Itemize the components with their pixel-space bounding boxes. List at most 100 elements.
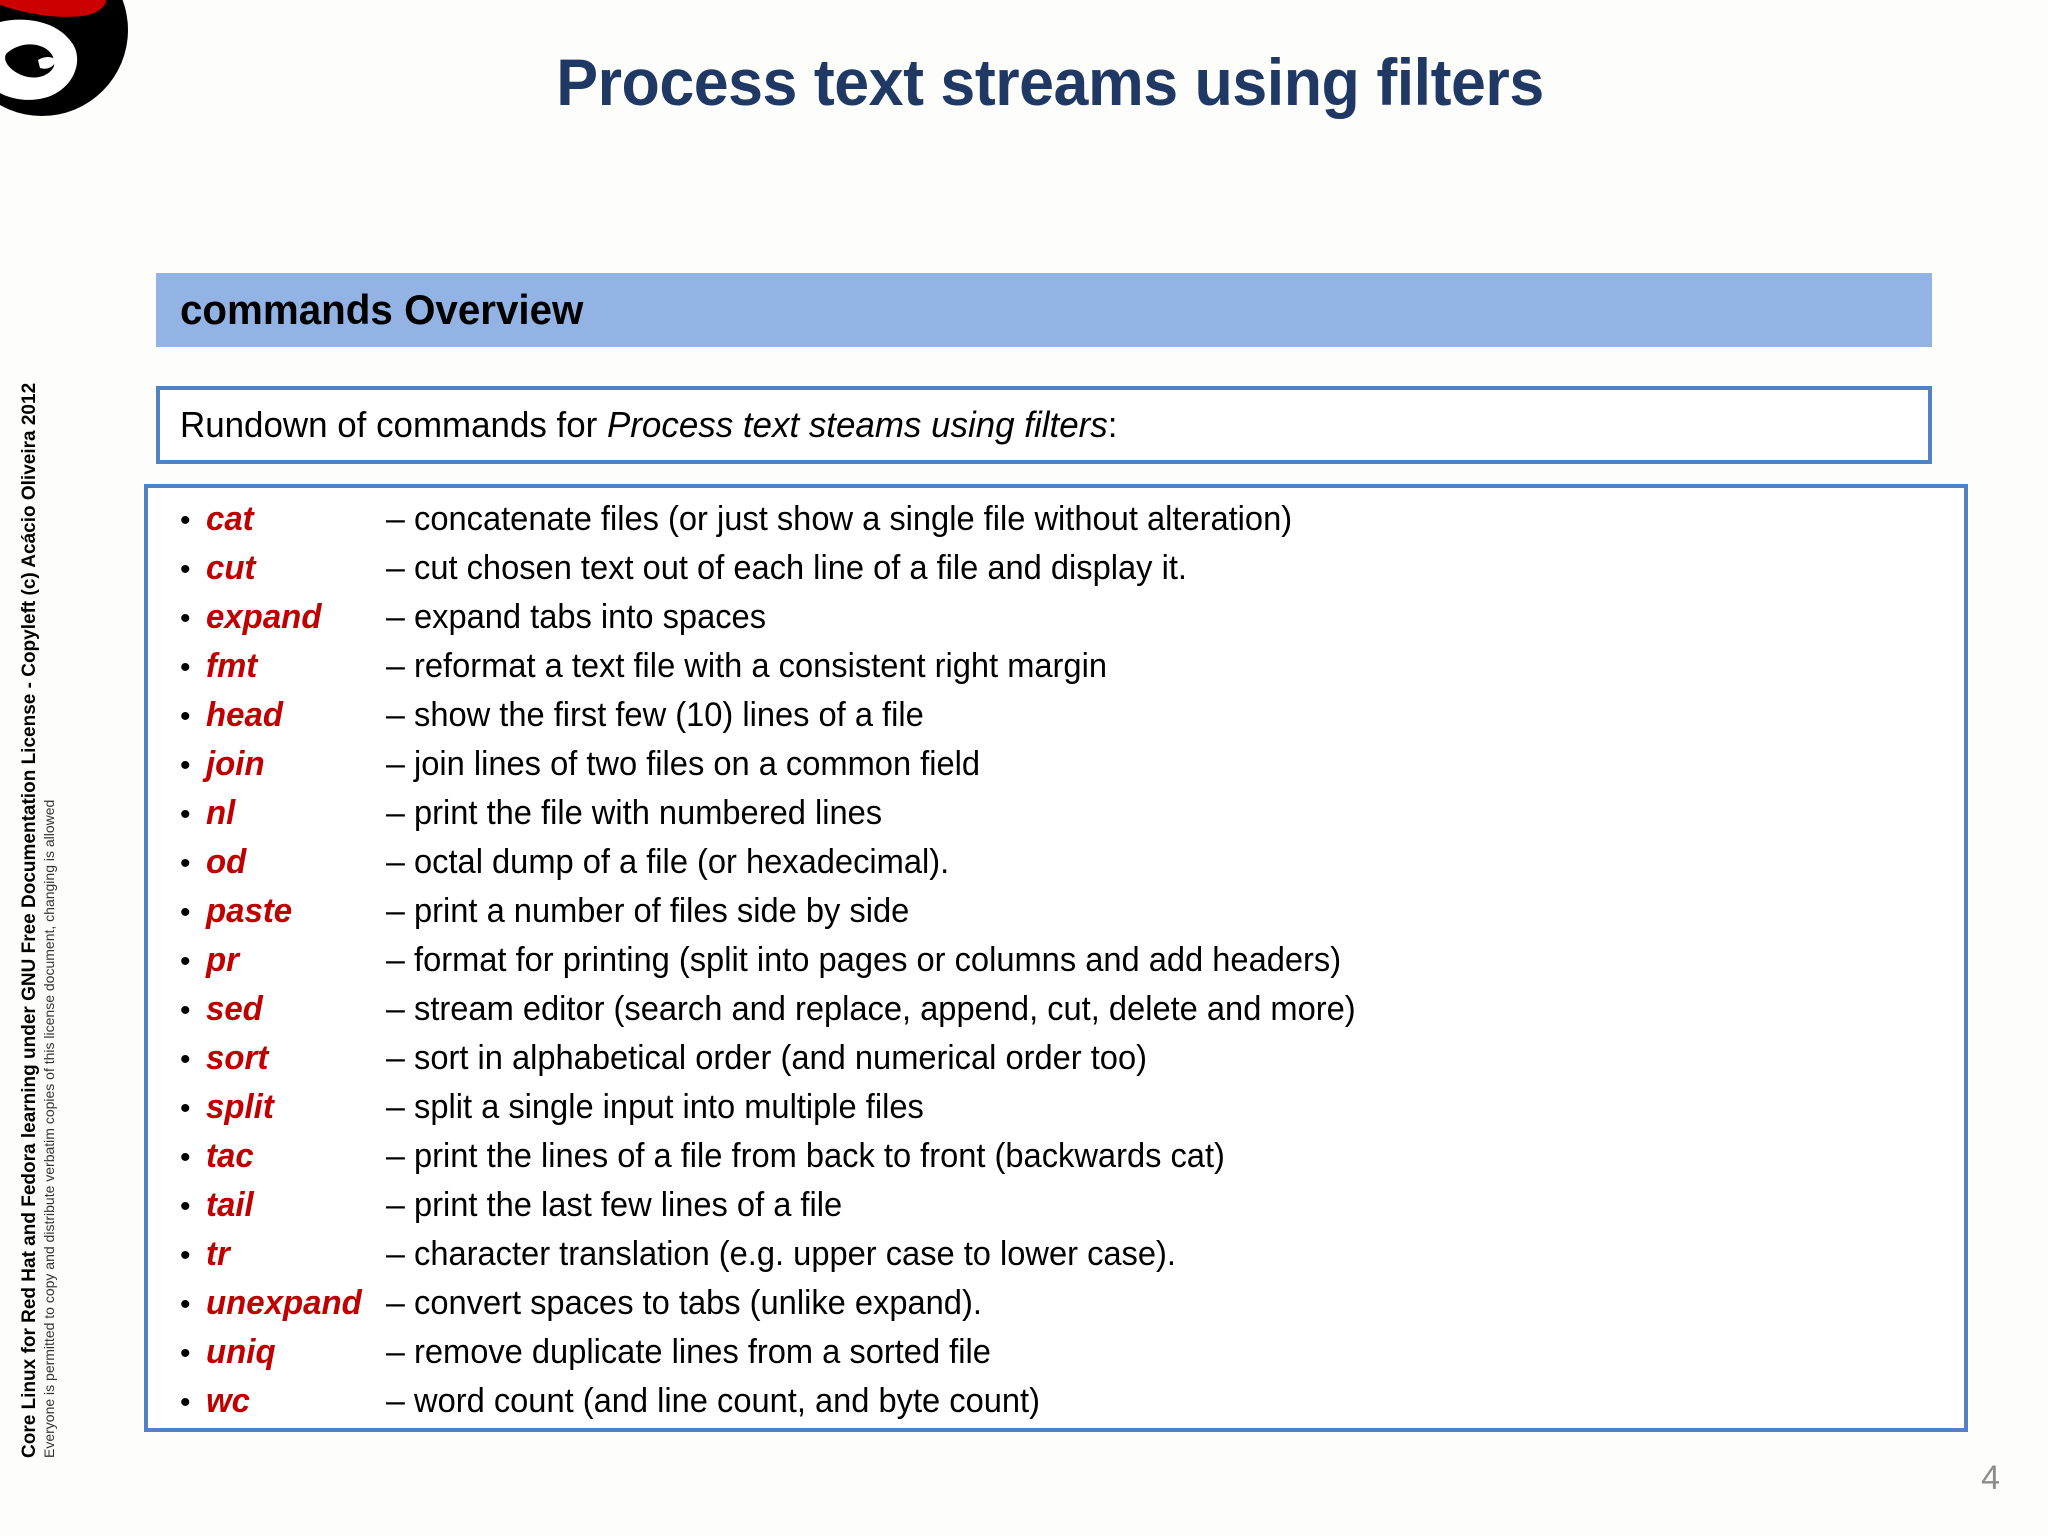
bullet-icon: • <box>180 700 191 733</box>
command-row: • nl –print the file with numbered lines <box>148 794 1964 843</box>
command-dash: – <box>386 1088 405 1126</box>
command-description: remove duplicate lines from a sorted fil… <box>414 1333 991 1371</box>
bullet-icon: • <box>180 1337 191 1370</box>
command-name: cut <box>206 549 256 587</box>
command-dash: – <box>386 1235 405 1273</box>
rundown-text: Rundown of commands for Process text ste… <box>180 404 1117 446</box>
rundown-box: Rundown of commands for Process text ste… <box>156 386 1932 464</box>
command-dash: – <box>386 1186 405 1224</box>
command-description: print the last few lines of a file <box>414 1186 843 1224</box>
command-dash: – <box>386 1137 405 1175</box>
command-dash: – <box>386 598 405 636</box>
bullet-icon: • <box>180 798 191 831</box>
command-description: join lines of two files on a common fiel… <box>414 745 981 783</box>
license-sub-text: Everyone is permitted to copy and distri… <box>40 799 57 1458</box>
bullet-icon: • <box>180 602 191 635</box>
command-row: • expand –expand tabs into spaces <box>148 598 1964 647</box>
command-dash: – <box>386 500 405 538</box>
bullet-icon: • <box>180 651 191 684</box>
command-name: cat <box>206 500 254 538</box>
command-description: stream editor (search and replace, appen… <box>414 990 1356 1028</box>
command-row: • split –split a single input into multipl… <box>148 1088 1964 1137</box>
page-number: 4 <box>1981 1459 2000 1497</box>
bullet-icon: • <box>180 553 191 586</box>
bullet-icon: • <box>180 1092 191 1125</box>
bullet-icon: • <box>180 896 191 929</box>
license-main-text: Core Linux for Red Hat and Fedora learni… <box>19 382 41 1458</box>
command-row: •od–octal dump of a file (or hexadecimal… <box>148 843 1964 892</box>
command-name: head <box>206 696 283 734</box>
section-header-bar: commands Overview <box>156 273 1932 347</box>
command-row: • wc –word count (and line count, and byte… <box>148 1382 1964 1431</box>
command-name: sed <box>206 990 263 1028</box>
bullet-icon: • <box>180 749 191 782</box>
command-name: paste <box>206 892 293 930</box>
command-description: expand tabs into spaces <box>414 598 767 636</box>
command-dash: – <box>386 647 405 685</box>
bullet-icon: • <box>180 945 191 978</box>
command-name: split <box>206 1088 274 1126</box>
command-list-box: •cat–concatenate files (or just show a s… <box>144 484 1968 1432</box>
rundown-prefix: Rundown of commands for <box>180 404 608 445</box>
command-dash: – <box>386 745 405 783</box>
command-row: •tac–print the lines of a file from back… <box>148 1137 1964 1186</box>
rundown-emphasis: Process text steams using filters <box>607 404 1108 445</box>
command-name: nl <box>206 794 236 832</box>
page-title: Process text streams using filters <box>556 45 1544 119</box>
command-list: •cat–concatenate files (or just show a s… <box>148 500 1964 1431</box>
bullet-icon: • <box>180 1288 191 1321</box>
command-dash: – <box>386 549 405 587</box>
command-dash: – <box>386 1333 405 1371</box>
command-description: octal dump of a file (or hexadecimal). <box>414 843 950 881</box>
command-name: pr <box>206 941 239 979</box>
bullet-icon: • <box>180 504 191 537</box>
command-name: expand <box>206 598 322 636</box>
command-row: •head–show the first few (10) lines of a… <box>148 696 1964 745</box>
command-description: concatenate files (or just show a single… <box>414 500 1293 538</box>
command-description: print the file with numbered lines <box>414 794 883 832</box>
license-sidebar: Core Linux for Red Hat and Fedora learni… <box>0 0 76 1536</box>
command-name: od <box>206 843 247 881</box>
rundown-suffix: : <box>1107 404 1118 445</box>
command-name: fmt <box>206 647 258 685</box>
command-row: • cut –cut chosen text out of each line of… <box>148 549 1964 598</box>
command-name: join <box>206 745 265 783</box>
command-name: tr <box>206 1235 230 1273</box>
command-name: sort <box>206 1039 269 1077</box>
command-description: print the lines of a file from back to f… <box>414 1137 1225 1175</box>
command-row: •tr–character translation (e.g. upper ca… <box>148 1235 1964 1284</box>
command-name: wc <box>206 1382 250 1420</box>
command-description: print a number of files side by side <box>414 892 910 930</box>
command-row: • uniq –remove duplicate lines from a sort… <box>148 1333 1964 1382</box>
red-hat-shadowman-logo <box>0 0 130 118</box>
command-row: •pr–format for printing (split into page… <box>148 941 1964 990</box>
command-dash: – <box>386 696 405 734</box>
command-name: tail <box>206 1186 254 1224</box>
command-dash: – <box>386 1039 405 1077</box>
bullet-icon: • <box>180 994 191 1027</box>
command-name: unexpand <box>206 1284 362 1322</box>
bullet-icon: • <box>180 1043 191 1076</box>
bullet-icon: • <box>180 1190 191 1223</box>
command-description: split a single input into multiple files <box>414 1088 924 1126</box>
command-row: • tail –print the last few lines of a file <box>148 1186 1964 1235</box>
bullet-icon: • <box>180 1141 191 1174</box>
command-description: format for printing (split into pages or… <box>414 941 1342 979</box>
command-row: •fmt–reformat a text file with a consist… <box>148 647 1964 696</box>
command-dash: – <box>386 1284 405 1322</box>
command-description: sort in alphabetical order (and numerica… <box>414 1039 1147 1077</box>
command-description: cut chosen text out of each line of a fi… <box>414 549 1187 587</box>
command-name: uniq <box>206 1333 276 1371</box>
section-header-label: commands Overview <box>180 286 584 333</box>
command-row: • cat –concatenate files (or just show a s… <box>148 500 1964 549</box>
command-row: • sort –sort in alphabetical order (and nu… <box>148 1039 1964 1088</box>
command-row: •unexpand–convert spaces to tabs (unlike… <box>148 1284 1964 1333</box>
bullet-icon: • <box>180 1239 191 1272</box>
command-description: word count (and line count, and byte cou… <box>414 1382 1040 1420</box>
bullet-icon: • <box>180 1386 191 1419</box>
command-row: •sed–stream editor (search and replace, … <box>148 990 1964 1039</box>
command-row: •paste–print a number of files side by s… <box>148 892 1964 941</box>
command-dash: – <box>386 1382 405 1420</box>
command-dash: – <box>386 843 405 881</box>
command-dash: – <box>386 794 405 832</box>
